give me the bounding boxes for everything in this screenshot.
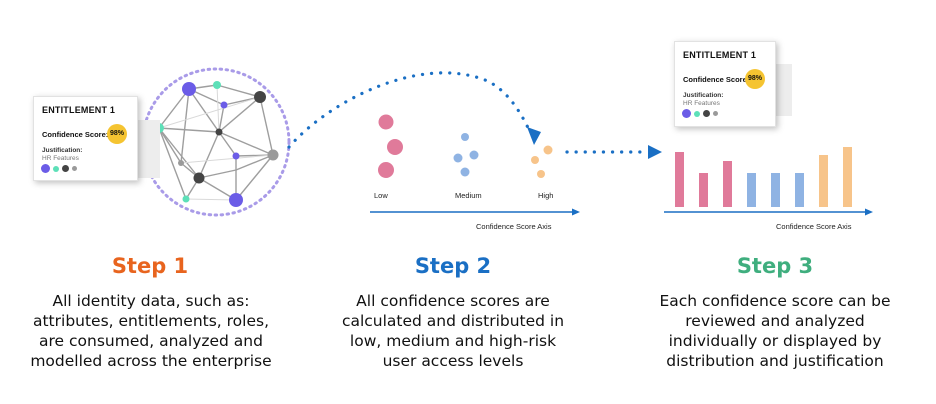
desc-line: All identity data, such as: [52,292,250,310]
step3-axis-label: Confidence Score Axis [776,222,852,231]
card-feature-dots [41,164,77,173]
arc-arrowhead [527,127,541,145]
network-node-gray [267,149,279,161]
step2-description: All confidence scores are calculated and… [308,291,598,371]
level-label-high: High [538,191,554,200]
network-node-teal-small [182,195,190,203]
step2-title: Step 2 [414,254,492,278]
step2-axis-label: Confidence Score Axis [476,222,552,231]
distribution-bars [675,147,852,207]
distribution-bar [675,152,684,207]
distribution-bar [723,161,732,207]
card-justification-label: Justification: [42,147,83,154]
card-title: ENTITLEMENT 1 [42,105,116,115]
step3-title: Step 3 [736,254,814,278]
desc-line: calculated and distributed in [341,312,565,330]
medium-cluster [453,133,479,177]
confidence-score-badge: 98% [107,124,127,144]
distribution-bar [819,155,828,207]
feature-dot [703,110,710,117]
desc-line: attributes, entitlements, roles, [32,312,270,330]
desc-line: Each confidence score can be [659,292,891,310]
feature-dot [53,165,59,172]
identity-network-graph [141,67,291,217]
network-node-gray-small [178,160,184,166]
dotted-arc-arrow [287,71,532,149]
step1-title: Step 1 [111,254,189,278]
entitlement-card-step1: ENTITLEMENT 1 Confidence Score: 98% Just… [33,96,138,181]
step1-description: All identity data, such as: attributes, … [6,291,296,371]
level-label-low: Low [374,191,388,200]
step3-description: Each confidence score can be reviewed an… [630,291,920,371]
confidence-score-badge: 98% [745,69,765,89]
network-node-dark [254,91,266,103]
card-justification-value: HR Features [683,100,720,107]
network-edges [158,84,274,201]
distribution-bar [771,173,780,207]
network-node-purple [229,193,243,207]
desc-line: distribution and justification [666,352,884,370]
card-justification-value: HR Features [42,155,79,162]
low-cluster [378,114,403,178]
feature-dot [682,109,691,118]
distribution-bar [843,147,852,207]
desc-line: low, medium and high-risk [349,332,557,350]
desc-line: individually or displayed by [668,332,882,350]
level-label-medium: Medium [455,191,482,200]
network-node-purple-small [232,152,240,160]
network-node-dark-small [215,128,223,136]
step3-axis-arrowhead [865,208,873,216]
card-score-label: Confidence Score: [683,75,750,84]
distribution-bar [699,173,708,207]
feature-dot [694,110,700,117]
step2-axis-arrowhead [572,208,580,216]
entitlement-card-step3: ENTITLEMENT 1 Confidence Score: 98% Just… [674,41,776,127]
feature-dot [62,165,69,172]
feature-dot [41,164,50,173]
card-feature-dots [682,109,718,118]
high-cluster [531,145,553,178]
feature-dot [72,166,77,171]
network-node-purple [182,82,196,96]
desc-line: are consumed, analyzed and [39,332,263,350]
feature-dot [713,111,718,116]
network-node-purple-small [220,101,228,109]
distribution-bar [747,173,756,207]
desc-line: reviewed and analyzed [685,312,865,330]
card-score-label: Confidence Score: [42,130,109,139]
desc-line: All confidence scores are [356,292,550,310]
card-title: ENTITLEMENT 1 [683,50,757,60]
desc-line: user access levels [382,352,524,370]
network-faint-edges [158,84,274,201]
card-justification-label: Justification: [683,92,724,99]
network-node-teal [213,81,221,89]
distribution-bar [795,173,804,207]
desc-line: modelled across the enterprise [30,352,272,370]
network-node-dark [193,172,205,184]
line-arrowhead [648,145,662,159]
